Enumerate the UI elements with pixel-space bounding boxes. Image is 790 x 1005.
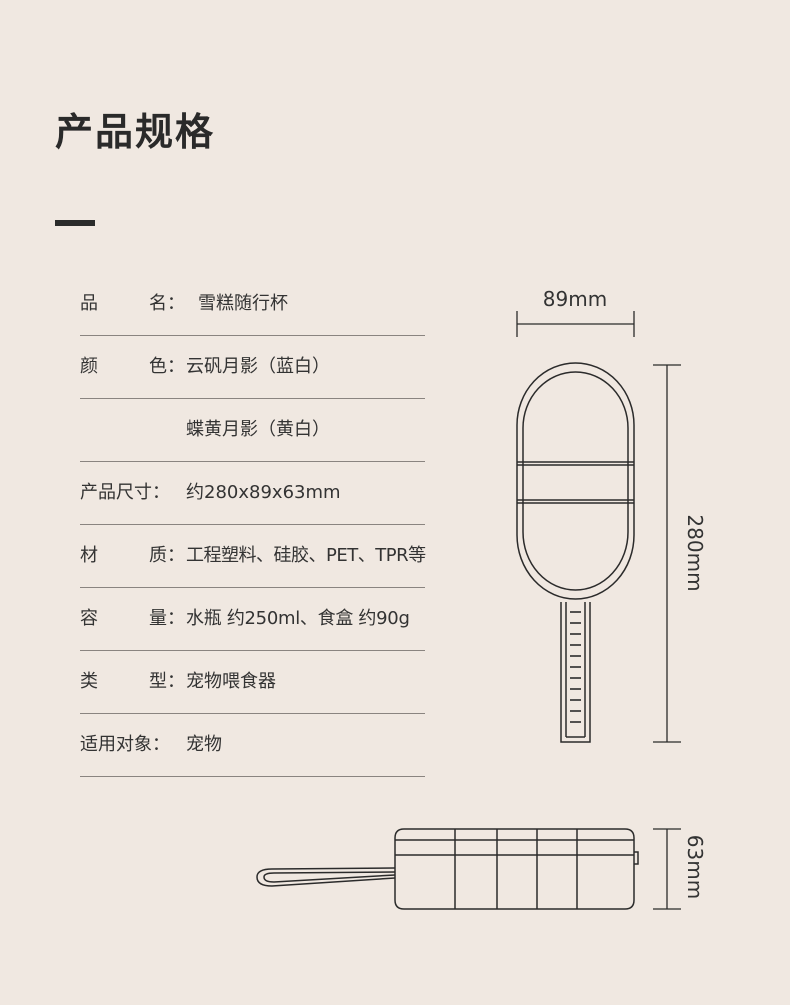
spec-label: 品 bbox=[80, 293, 98, 314]
spec-row-target: 适用对象： 宠物 bbox=[80, 714, 425, 777]
spec-label-suffix: 质： bbox=[149, 545, 185, 566]
spec-value: 云矾月影（蓝白） bbox=[186, 356, 330, 377]
spec-value: 宠物 bbox=[186, 734, 222, 755]
spec-row-color-alt: 蝶黄月影（黄白） bbox=[80, 399, 425, 462]
spec-row-capacity: 容 量： 水瓶 约250ml、食盒 约90g bbox=[80, 588, 425, 651]
spec-row-name: 品 名： 雪糕随行杯 bbox=[80, 273, 425, 336]
side-view-outline bbox=[256, 828, 639, 910]
spec-label: 容 bbox=[80, 608, 98, 629]
spec-row-material: 材 质： 工程塑料、硅胶、PET、TPR等 bbox=[80, 525, 426, 588]
spec-value: 蝶黄月影（黄白） bbox=[186, 419, 330, 440]
spec-label: 适用对象： bbox=[80, 734, 170, 755]
spec-row-size: 产品尺寸： 约280x89x63mm bbox=[80, 462, 425, 525]
spec-label-suffix: 色： bbox=[149, 356, 185, 377]
spec-row-type: 类 型： 宠物喂食器 bbox=[80, 651, 425, 714]
spec-value: 工程塑料、硅胶、PET、TPR等 bbox=[186, 545, 426, 566]
page-title: 产品规格 bbox=[55, 110, 216, 154]
spec-value: 雪糕随行杯 bbox=[198, 293, 288, 314]
spec-label: 类 bbox=[80, 671, 98, 692]
spec-label-suffix: 名： bbox=[149, 293, 185, 314]
spec-label-suffix: 量： bbox=[149, 608, 185, 629]
title-underline bbox=[55, 220, 95, 226]
spec-value: 宠物喂食器 bbox=[186, 671, 276, 692]
spec-row-color: 颜 色： 云矾月影（蓝白） bbox=[80, 336, 425, 399]
height-label: 63mm bbox=[683, 835, 707, 899]
spec-value: 水瓶 约250ml、食盒 约90g bbox=[186, 608, 410, 629]
spec-label: 材 bbox=[80, 545, 98, 566]
handle-slots bbox=[570, 611, 581, 723]
length-label: 280mm bbox=[683, 514, 707, 591]
spec-label: 颜 bbox=[80, 356, 98, 377]
spec-table: 品 名： 雪糕随行杯 颜 色： 云矾月影（蓝白） 蝶黄月影（黄白） 产品尺寸： 约2… bbox=[80, 273, 426, 777]
spec-value: 约280x89x63mm bbox=[186, 482, 341, 503]
length-dimension bbox=[653, 364, 681, 743]
spec-label-suffix: 型： bbox=[149, 671, 185, 692]
height-dimension bbox=[653, 828, 681, 910]
width-label: 89mm bbox=[543, 287, 607, 311]
spec-label: 产品尺寸： bbox=[80, 482, 170, 503]
width-dimension bbox=[516, 311, 635, 337]
top-view-outline bbox=[516, 362, 635, 743]
